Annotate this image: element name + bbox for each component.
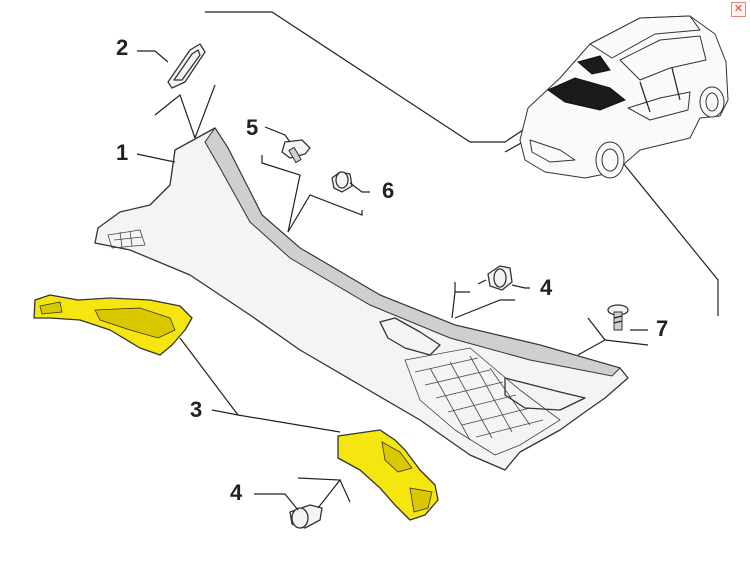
- callout-4-lower: 4: [230, 480, 243, 505]
- side-cover-right-part: [337, 429, 439, 521]
- screw-part-5: [281, 139, 311, 164]
- callout-7: 7: [656, 316, 668, 341]
- seal-part: [167, 43, 206, 89]
- bolt-part-7: [607, 304, 629, 331]
- callout-4-upper: 4: [540, 275, 553, 300]
- side-cover-left-part: [33, 294, 193, 356]
- clip-part-6: [331, 171, 353, 193]
- callout-1: 1: [116, 140, 128, 165]
- grille-right: [404, 347, 561, 456]
- vehicle-thumbnail: [519, 15, 729, 179]
- callout-6: 6: [382, 178, 394, 203]
- grille-left: [107, 229, 146, 249]
- close-button[interactable]: ✕: [731, 2, 746, 17]
- push-clip-part-4-upper: [477, 265, 513, 291]
- callout-labels: 2 1 5 6 4 7 3 4: [116, 35, 668, 505]
- cowl-panel-part: [94, 127, 629, 471]
- push-clip-part-4-lower: [289, 504, 323, 529]
- leader-lines: [136, 50, 649, 511]
- callout-5: 5: [246, 115, 258, 140]
- callout-3: 3: [190, 397, 202, 422]
- callout-2: 2: [116, 35, 128, 60]
- close-icon[interactable]: ✕: [733, 2, 744, 15]
